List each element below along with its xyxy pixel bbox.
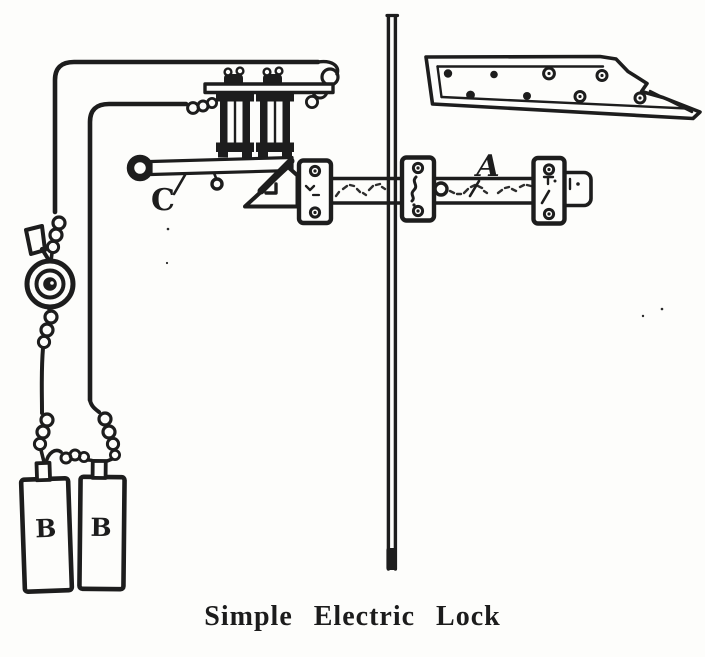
electromagnet [203, 66, 335, 158]
label-a-leader [468, 179, 481, 198]
bolt-label: A [468, 149, 500, 198]
battery-right: B [77, 458, 127, 592]
strike-plate-holes [443, 66, 647, 105]
magnet-coil-left [216, 92, 254, 158]
battery-left-label: B [35, 514, 57, 544]
strike-plate-bevel [436, 65, 694, 114]
label-c: C [151, 183, 175, 218]
figure-caption: Simple Electric Lock [204, 601, 501, 632]
bolt-guides [296, 155, 567, 226]
door-edge-line [385, 13, 400, 571]
push-button [24, 224, 76, 310]
circuit-wires [32, 59, 340, 466]
push-button-knob [43, 277, 57, 291]
label-c-leader [172, 173, 187, 196]
ink-specks [165, 227, 664, 318]
latch-zigzag [257, 157, 295, 195]
armature-lever: C [126, 154, 309, 218]
bolt-pin [433, 181, 449, 197]
label-a: A [473, 149, 499, 184]
screw-hole-icon [466, 90, 475, 100]
magnet-coil-right [256, 92, 294, 158]
battery-left: B [18, 460, 75, 594]
lever-pivot [210, 177, 224, 191]
battery-right-label: B [90, 513, 111, 542]
magnet-yoke [203, 82, 335, 95]
lever-ring [126, 154, 154, 182]
lever-arm [149, 155, 294, 177]
screw-hole-icon [490, 70, 498, 79]
screw-hole-icon [443, 69, 453, 78]
screw-hole-icon [523, 92, 531, 100]
bolt-grain-texture [334, 182, 533, 198]
push-button-bracket [24, 224, 47, 256]
bolt-guide-bracket-middle [399, 155, 437, 223]
strike-plate [424, 54, 702, 121]
bolt-guide-bracket-left [296, 158, 334, 226]
